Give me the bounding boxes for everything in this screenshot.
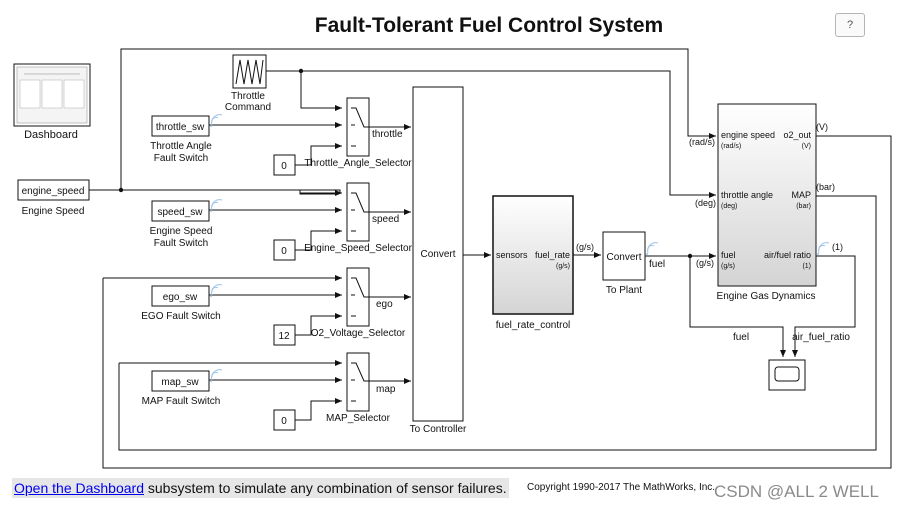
to-controller-label: To Controller: [410, 424, 467, 435]
to-plant-label: To Plant: [606, 285, 642, 296]
wireless-icon: [210, 284, 223, 297]
input-unit-deg: (deg): [695, 198, 716, 208]
map-selector-block[interactable]: [346, 352, 370, 412]
egd-o2-out-unit: (V): [802, 143, 811, 150]
throttle-sw-text: throttle_sw: [156, 122, 205, 133]
wireless-icon: [646, 242, 659, 255]
constant-throttle-block[interactable]: [273, 154, 296, 176]
fuel-rate-control-block[interactable]: [492, 195, 574, 315]
throttle-angle-selector-label: Throttle_Angle_Selector: [304, 158, 412, 169]
egd-engine-speed-unit: (rad/s): [721, 143, 741, 150]
to-plant-convert-block[interactable]: [602, 231, 646, 281]
wireless-icon: [210, 199, 223, 212]
output-unit-1: (1): [832, 242, 843, 252]
engine-speed-selector-label: Engine_Speed_Selector: [304, 243, 413, 254]
throttle-command-block[interactable]: [232, 54, 267, 89]
engine-gas-dynamics-label: Engine Gas Dynamics: [717, 291, 816, 302]
o2-voltage-selector-block[interactable]: [346, 267, 370, 327]
egd-fuel-unit: (g/s): [721, 263, 735, 270]
fuel-rate-control-label: fuel_rate_control: [496, 320, 571, 331]
fuel-signal-label: fuel: [649, 259, 665, 270]
constant-map-value: 0: [281, 416, 287, 427]
map-sw-label: MAP Fault Switch: [142, 396, 221, 407]
egd-throttle-angle-unit: (deg): [721, 203, 737, 210]
throttle-command-label-line2: Command: [225, 102, 271, 113]
output-unit-v: (V): [816, 122, 828, 132]
ego-sw-text: ego_sw: [163, 292, 198, 303]
speed-sw-label1: Engine Speed: [150, 226, 213, 237]
wireless-icon: [210, 114, 223, 127]
map-sw-block[interactable]: [151, 370, 210, 392]
engine-gas-dynamics-block[interactable]: [717, 103, 817, 287]
o2-voltage-selector-label: O2_Voltage_Selector: [311, 328, 406, 339]
signal-speed-label: speed: [372, 214, 399, 225]
egd-afr-unit: (1): [802, 263, 811, 270]
engine-speed-selector-block[interactable]: [346, 182, 370, 242]
speed-sw-text: speed_sw: [157, 207, 203, 218]
help-button[interactable]: ?: [835, 13, 865, 37]
junction-dots: [118, 68, 693, 259]
scope-afr-label: air_fuel_ratio: [792, 332, 850, 343]
footer-note-text: subsystem to simulate any combination of…: [143, 480, 507, 496]
frc-fuel-rate-unit: (g/s): [556, 263, 570, 270]
engine-speed-block-text: engine_speed: [22, 186, 85, 197]
speed-sw-label2: Fault Switch: [154, 238, 208, 249]
throttle-angle-selector-block[interactable]: [346, 97, 370, 157]
throttle-sw-block[interactable]: [151, 115, 210, 137]
constant-speed-block[interactable]: [273, 239, 296, 261]
egd-afr-port: air/fuel ratio: [764, 250, 811, 260]
signal-wires: [89, 48, 892, 469]
output-unit-bar: (bar): [816, 182, 835, 192]
engine-speed-label: Engine Speed: [22, 206, 85, 217]
signal-throttle-label: throttle: [372, 129, 403, 140]
constant-throttle-value: 0: [281, 161, 287, 172]
egd-fuel-port: fuel: [721, 250, 736, 260]
egd-map-port: MAP: [791, 190, 811, 200]
constant-ego-value: 12: [278, 331, 290, 342]
signal-map-label: map: [376, 384, 396, 395]
convert-small-text: Convert: [606, 252, 641, 263]
wireless-icon: [817, 242, 830, 255]
map-selector-label: MAP_Selector: [326, 413, 391, 424]
to-controller-convert-block[interactable]: [412, 86, 464, 422]
constant-ego-block[interactable]: [273, 324, 296, 346]
frc-sensors-port: sensors: [496, 250, 528, 260]
ego-sw-block[interactable]: [151, 285, 210, 307]
frc-fuel-rate-port: fuel_rate: [535, 250, 570, 260]
speed-sw-block[interactable]: [151, 200, 210, 222]
throttle-sw-label1: Throttle Angle: [150, 141, 212, 152]
dashboard-block[interactable]: [13, 63, 91, 127]
egd-map-unit: (bar): [796, 203, 811, 210]
throttle-sw-label2: Fault Switch: [154, 153, 208, 164]
input-unit-gs: (g/s): [696, 258, 714, 268]
ego-sw-label: EGO Fault Switch: [141, 311, 220, 322]
engine-speed-block[interactable]: [17, 179, 90, 201]
scope-fuel-label: fuel: [733, 332, 749, 343]
wireless-icon: [210, 369, 223, 382]
page-title: Fault-Tolerant Fuel Control System: [315, 14, 663, 37]
signal-ego-label: ego: [376, 299, 393, 310]
egd-o2-out-port: o2_out: [783, 130, 811, 140]
throttle-command-label-line1: Throttle: [231, 91, 265, 102]
scope-block[interactable]: [768, 359, 806, 391]
footer-note: Open the Dashboard subsystem to simulate…: [12, 478, 509, 498]
convert-big-text: Convert: [420, 249, 455, 260]
constant-speed-value: 0: [281, 246, 287, 257]
egd-engine-speed-port: engine speed: [721, 130, 775, 140]
constant-map-block[interactable]: [273, 409, 296, 431]
frc-output-unit: (g/s): [576, 242, 594, 252]
dashboard-label: Dashboard: [24, 129, 78, 141]
map-sw-text: map_sw: [161, 377, 199, 388]
watermark: CSDN @ALL 2 WELL: [714, 482, 879, 501]
input-unit-rads: (rad/s): [689, 137, 715, 147]
egd-throttle-angle-port: throttle angle: [721, 190, 773, 200]
open-dashboard-link[interactable]: Open the Dashboard: [14, 480, 144, 496]
copyright: Copyright 1990-2017 The MathWorks, Inc.: [527, 482, 716, 493]
